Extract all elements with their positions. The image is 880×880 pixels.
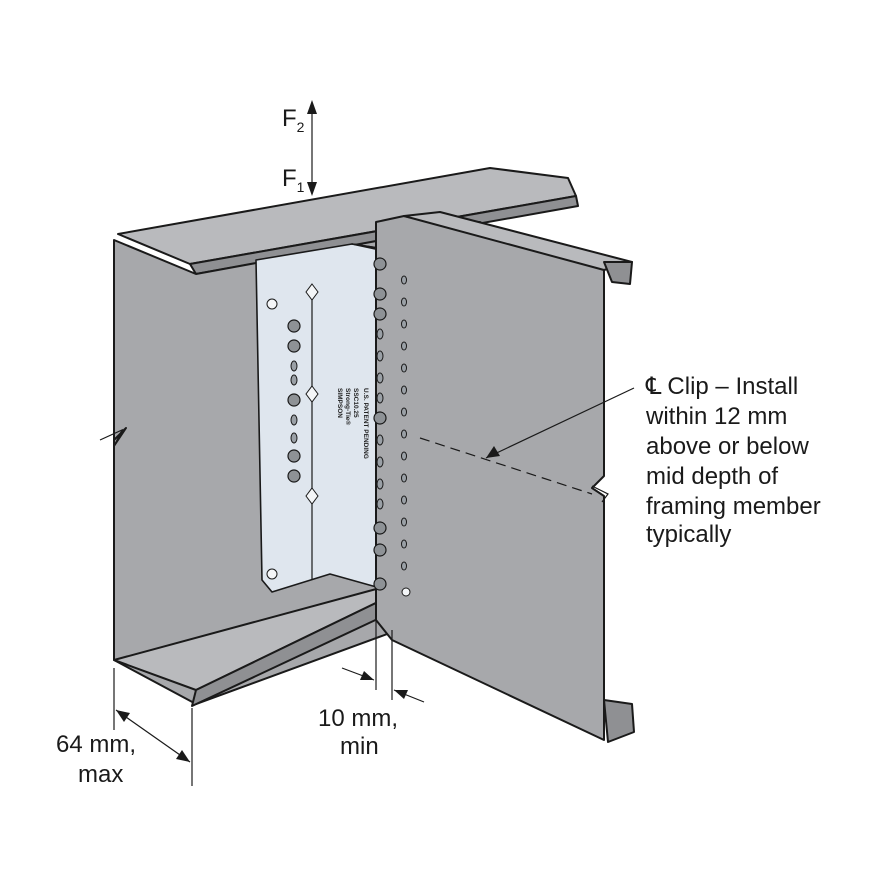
joist-top-lip [603, 261, 633, 285]
leader-arrowhead-icon [486, 446, 500, 458]
flange-width-dimension [113, 668, 193, 786]
slot [401, 319, 407, 329]
callout-line-6: typically [646, 521, 731, 548]
screw-head [287, 339, 301, 353]
slot [376, 456, 384, 468]
slot [376, 434, 384, 446]
clip-hole [401, 587, 411, 597]
slot [401, 341, 407, 351]
arrow-down-icon [307, 182, 317, 196]
callout-line-2: within 12 mm [645, 403, 787, 430]
joist-web [375, 215, 605, 741]
flange-width-label-1: 64 mm, [56, 731, 136, 758]
slot [290, 374, 298, 386]
slot [401, 561, 407, 571]
screw-head [287, 319, 301, 333]
slot [376, 350, 384, 362]
slot [401, 363, 407, 373]
dimension-arrow-icon [176, 750, 190, 762]
break-line-left [99, 428, 124, 447]
break-line-right [591, 485, 609, 503]
slot [401, 451, 407, 461]
header-top-flange [117, 167, 577, 265]
screw-head [373, 257, 387, 271]
screw-head [373, 577, 387, 591]
slot [290, 414, 298, 426]
screw-head [287, 449, 301, 463]
return-leg-small-holes [401, 275, 411, 597]
clip-stamp: SIMPSON Strong-Tie® SSC10.25 U.S. PATENT… [336, 388, 369, 459]
screw-head [373, 543, 387, 557]
slot [376, 392, 384, 404]
screw-head [373, 411, 387, 425]
stamp-line-4: U.S. PATENT PENDING [362, 388, 369, 459]
long-leg-fasteners [266, 283, 319, 580]
screw-head [287, 469, 301, 483]
slot [401, 473, 407, 483]
diamond-hole [305, 385, 319, 403]
slot [401, 407, 407, 417]
gap-label-1: 10 mm, [318, 705, 398, 732]
dimension-arrow-icon [394, 690, 408, 699]
mid-depth-dashed-line [419, 437, 593, 495]
slot [290, 432, 298, 444]
screw-head [373, 307, 387, 321]
callout-line-5: framing member [646, 493, 821, 520]
screw-head [287, 393, 301, 407]
slot [401, 385, 407, 395]
slot [290, 360, 298, 372]
stamp-line-3: SSC10.25 [352, 388, 359, 418]
stamp-line-2: Strong-Tie® [344, 388, 352, 425]
dimension-arrow-icon [360, 671, 374, 680]
dimension-arrow-icon [116, 710, 130, 722]
slot [401, 517, 407, 527]
clip-hole [266, 568, 278, 580]
flange-width-label-2: max [78, 761, 123, 788]
diamond-hole [305, 487, 319, 505]
callout-line-4: mid depth of [646, 463, 778, 490]
callout-line-3: above or below [646, 433, 809, 460]
slot [401, 495, 407, 505]
slot [401, 275, 407, 285]
slot [401, 539, 407, 549]
gap-label-2: min [340, 733, 379, 760]
joist-bottom-lip [603, 699, 635, 743]
callout-line-1: ℄Clip – Install [645, 373, 798, 400]
slot [376, 372, 384, 384]
force-f1-label: F1 [282, 165, 305, 195]
gap-dimension [341, 612, 425, 703]
diamond-hole [305, 283, 319, 301]
screw-head [373, 521, 387, 535]
stamp-line-1: SIMPSON [336, 388, 343, 418]
clip-hole [266, 298, 278, 310]
slot [401, 297, 407, 307]
return-leg-fasteners [373, 257, 387, 591]
slot [401, 429, 407, 439]
slot [376, 328, 384, 340]
slot [376, 498, 384, 510]
dimension-line [115, 709, 191, 763]
slot [376, 478, 384, 490]
screw-head [373, 287, 387, 301]
force-f2-label: F2 [282, 105, 305, 135]
callout-leader-line [485, 387, 635, 459]
centerline-symbol-icon: ℄ [645, 373, 662, 400]
force-arrows [307, 100, 317, 196]
arrow-up-icon [307, 100, 317, 114]
